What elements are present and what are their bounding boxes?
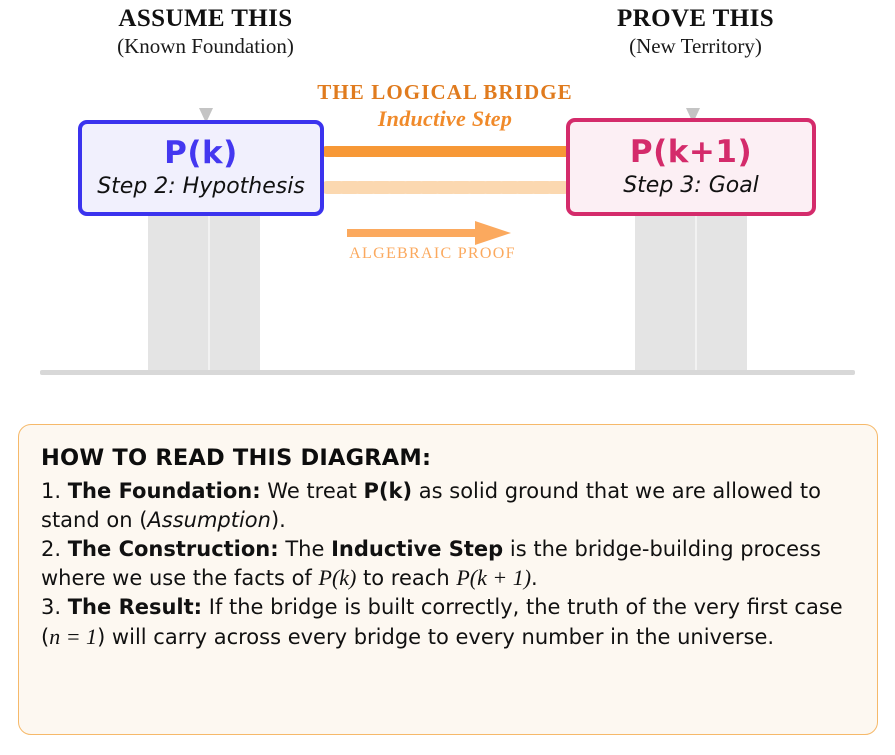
ground-line <box>40 370 855 375</box>
item-2-text-d: . <box>531 566 538 591</box>
item-2-number: 2. <box>41 536 62 561</box>
item-1-number: 1. <box>41 479 62 503</box>
caption-prove: PROVE THIS (New Territory) <box>528 5 863 61</box>
panel-body: 1. The Foundation: We treat P(k) as soli… <box>41 477 855 652</box>
item-3-number: 3. <box>41 595 62 620</box>
item-2-text-a: The <box>285 536 332 561</box>
panel-item-3: 3. The Result: If the bridge is built co… <box>41 593 855 652</box>
caption-assume: ASSUME THIS (Known Foundation) <box>38 5 373 61</box>
node-prove-head: P(k+1) <box>629 134 753 170</box>
node-assume-sub: Step 2: Hypothesis <box>97 174 305 199</box>
how-to-read-panel: HOW TO READ THIS DIAGRAM: 1. The Foundat… <box>18 424 878 735</box>
pillar-right <box>635 212 747 374</box>
item-1-text-c: ). <box>270 507 286 532</box>
algebraic-proof-label: ALGEBRAIC PROOF <box>349 245 516 262</box>
item-1-label: The Foundation: <box>67 479 261 503</box>
item-2-text-b: is the bridge-building process where we … <box>41 536 821 591</box>
item-1-bold-a: P(k) <box>363 479 413 503</box>
item-2-label: The Construction: <box>67 536 279 561</box>
item-1-italic-a: Assumption <box>147 507 271 532</box>
item-1-text-b: as solid ground that we are allowed to s… <box>41 479 821 532</box>
pillar-right-seam <box>695 212 697 374</box>
item-2-text-c: to reach <box>356 566 457 591</box>
pointer-arrow-right-icon <box>686 66 700 123</box>
item-2-math-a: P(k) <box>318 565 357 591</box>
panel-item-2: 2. The Construction: The Inductive Step … <box>41 535 855 594</box>
item-3-label: The Result: <box>67 595 203 620</box>
item-3-math-a: n = 1 <box>49 624 98 650</box>
item-2-math-b: P(k + 1) <box>456 565 532 591</box>
bridge-subtitle: Inductive Step <box>377 106 513 131</box>
bridge-deck <box>321 146 574 157</box>
node-prove-sub: Step 3: Goal <box>623 173 759 198</box>
caption-assume-subtitle: (Known Foundation) <box>117 34 294 59</box>
node-assume-pk[interactable]: P(k) Step 2: Hypothesis <box>78 120 324 216</box>
item-3-text-a: If the bridge is built correctly, the tr… <box>41 595 843 650</box>
pillar-left <box>148 212 260 374</box>
bridge-chain <box>321 181 574 194</box>
item-3-text-b: ) will carry across every bridge to ever… <box>97 625 775 650</box>
caption-prove-title: PROVE THIS <box>616 5 775 32</box>
pillar-left-seam <box>208 212 210 374</box>
node-assume-head: P(k) <box>164 135 238 171</box>
item-2-bold-a: Inductive Step <box>331 536 504 561</box>
caption-assume-title: ASSUME THIS <box>118 5 293 32</box>
bridge-title: THE LOGICAL BRIDGE <box>317 80 573 104</box>
panel-item-1: 1. The Foundation: We treat P(k) as soli… <box>41 477 855 535</box>
pointer-arrow-left-icon <box>199 66 213 123</box>
caption-prove-subtitle: (New Territory) <box>629 34 762 59</box>
node-prove-pk1[interactable]: P(k+1) Step 3: Goal <box>566 118 816 216</box>
panel-title: HOW TO READ THIS DIAGRAM: <box>41 445 432 471</box>
item-1-text-a: We treat <box>267 479 364 503</box>
algebraic-proof-arrow-icon <box>347 221 511 245</box>
diagram-canvas: ASSUME THIS (Known Foundation) PROVE THI… <box>38 5 863 375</box>
